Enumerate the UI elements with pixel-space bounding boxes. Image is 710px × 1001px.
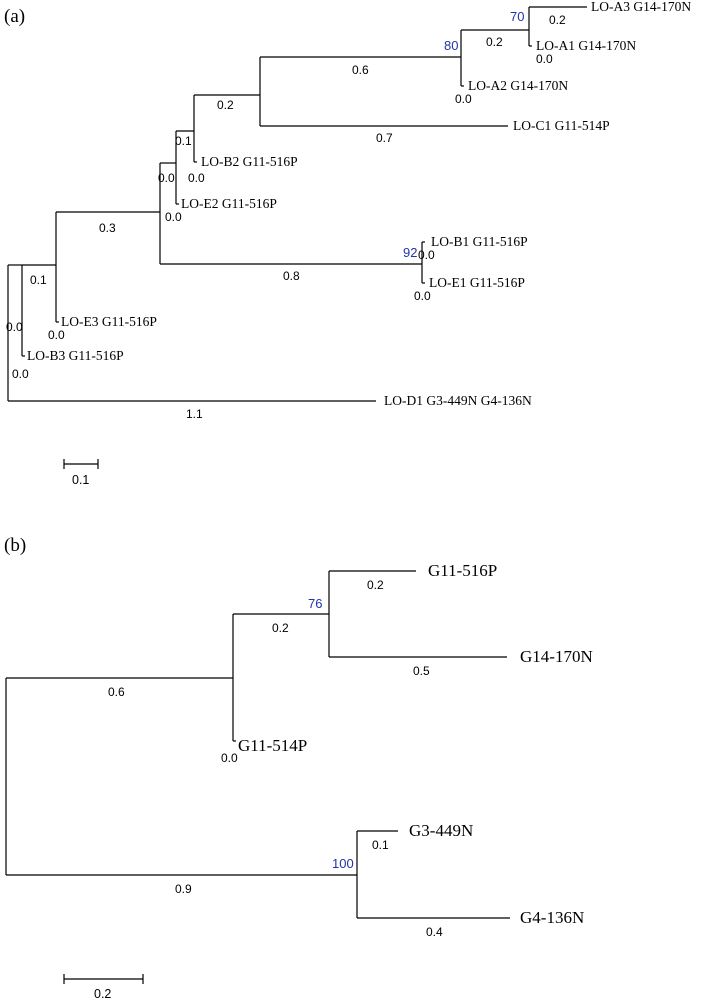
leaf-label: G14-170N xyxy=(520,647,593,666)
bootstrap-value: 92 xyxy=(403,245,417,260)
branch-length-label: 0.0 xyxy=(455,92,472,106)
leaf-label: LO-D1 G3-449N G4-136N xyxy=(384,393,532,408)
scale-bar-a: 0.1 xyxy=(63,459,99,487)
scale-bar-label: 0.2 xyxy=(94,987,111,1001)
bootstrap-value: 70 xyxy=(510,9,524,24)
branch-length-label: 0.1 xyxy=(175,134,192,148)
branch-length-label: 0.0 xyxy=(188,171,205,185)
branch-length-label: 0.6 xyxy=(352,63,369,77)
branch-length-label: 0.7 xyxy=(376,131,393,145)
branch-length-label: 0.1 xyxy=(30,273,47,287)
panel-a: (a) xyxy=(4,0,691,487)
branch-length-label: 0.2 xyxy=(367,578,384,592)
leaf-label: G3-449N xyxy=(409,821,473,840)
branch-length-label: 0.0 xyxy=(165,210,182,224)
branch-length-label: 0.2 xyxy=(549,13,566,27)
leaf-label: G11-516P xyxy=(428,561,497,580)
leaf-label: LO-A3 G14-170N xyxy=(591,0,691,14)
panel-a-label: (a) xyxy=(4,6,25,27)
scale-bar-label: 0.1 xyxy=(72,473,89,487)
leaf-label: LO-E1 G11-516P xyxy=(429,275,525,290)
branch-length-label: 0.2 xyxy=(217,98,234,112)
branch-length-label: 0.2 xyxy=(486,35,503,49)
leaf-label: G11-514P xyxy=(238,736,307,755)
bootstrap-value: 100 xyxy=(332,856,354,871)
leaf-label: LO-A1 G14-170N xyxy=(536,38,636,53)
branch-length-label: 0.0 xyxy=(6,320,23,334)
branch-length-label: 0.0 xyxy=(221,751,238,765)
branch-length-label: 0.6 xyxy=(108,685,125,699)
leaf-label: LO-B3 G11-516P xyxy=(27,348,124,363)
branch-length-label: 0.3 xyxy=(99,221,116,235)
panel-b: (b) G11-516P G14-170N G11-514P G3-449N G… xyxy=(4,535,593,1001)
bootstrap-value: 76 xyxy=(308,596,322,611)
branch-length-label: 0.0 xyxy=(418,248,435,262)
branch-length-label: 0.8 xyxy=(283,269,300,283)
branch-length-label: 0.0 xyxy=(12,367,29,381)
leaf-label: LO-E3 G11-516P xyxy=(61,314,157,329)
leaf-label: LO-C1 G11-514P xyxy=(513,118,610,133)
branch-length-label: 1.1 xyxy=(186,407,203,421)
tree-a-branches xyxy=(7,6,587,402)
branch-length-label: 0.4 xyxy=(426,925,443,939)
leaf-label: LO-A2 G14-170N xyxy=(468,78,568,93)
branch-length-label: 0.1 xyxy=(372,838,389,852)
branch-length-label: 0.5 xyxy=(413,664,430,678)
branch-length-label: 0.9 xyxy=(175,882,192,896)
branch-length-label: 0.0 xyxy=(48,328,65,342)
branch-length-label: 0.2 xyxy=(272,621,289,635)
branch-length-label: 0.0 xyxy=(158,171,175,185)
branch-length-label: 0.0 xyxy=(536,52,553,66)
tree-b-branches xyxy=(5,570,510,919)
panel-b-label: (b) xyxy=(4,535,26,556)
leaf-label: LO-B2 G11-516P xyxy=(201,154,298,169)
leaf-label: LO-E2 G11-516P xyxy=(181,196,277,211)
leaf-label: G4-136N xyxy=(520,908,584,927)
bootstrap-value: 80 xyxy=(444,38,458,53)
leaf-label: LO-B1 G11-516P xyxy=(431,234,528,249)
branch-length-label: 0.0 xyxy=(414,289,431,303)
scale-bar-b: 0.2 xyxy=(63,974,144,1001)
